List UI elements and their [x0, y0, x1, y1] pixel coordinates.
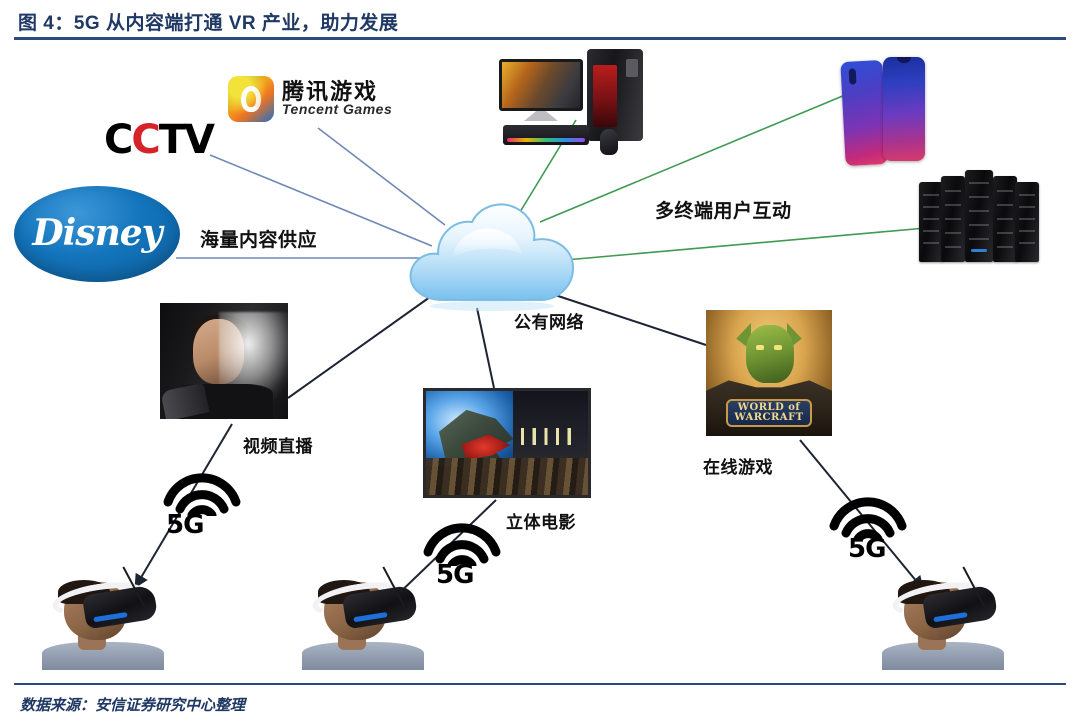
phone-back-icon	[840, 59, 888, 167]
label-content-supply: 海量内容供应	[200, 230, 318, 251]
wifi-5g-label: 5G	[166, 510, 204, 540]
wifi-icon	[423, 523, 501, 566]
server-rack-unit	[993, 176, 1017, 262]
label-online-game: 在线游戏	[703, 458, 773, 477]
gaming-pc-image	[497, 45, 657, 165]
online-game-image: WORLD of WARCRAFT	[706, 310, 832, 436]
page-title: 图 4：5G 从内容端打通 VR 产业，助力发展	[18, 13, 399, 34]
tencent-logo-cn: 腾讯游戏	[282, 79, 379, 104]
label-3d-cinema: 立体电影	[506, 513, 576, 532]
cctv-logo-char-1: C	[104, 117, 133, 163]
tencent-penguin-icon	[228, 76, 274, 122]
label-multi-device: 多终端用户互动	[655, 201, 792, 222]
3d-cinema-image	[423, 388, 591, 498]
title-divider	[14, 37, 1066, 40]
pc-tower-icon	[587, 49, 643, 141]
tencent-games-logo: 腾讯游戏 Tencent Games	[228, 74, 393, 126]
server-rack-unit	[965, 170, 993, 262]
disney-logo-text: Disney	[32, 212, 162, 255]
warcraft-logo-plate: WORLD of WARCRAFT	[726, 399, 812, 428]
cctv-logo-char-3: TV	[158, 117, 215, 163]
cctv-logo: CCTV	[104, 117, 215, 163]
cctv-logo-char-2: C	[131, 117, 160, 163]
smartphone-image	[840, 57, 929, 167]
source-note: 数据来源：安信证券研究中心整理	[20, 697, 246, 714]
tower-vent	[626, 59, 638, 77]
footer-divider	[14, 683, 1066, 685]
monitor-icon	[499, 59, 583, 111]
live-video-image	[160, 303, 288, 419]
tencent-logo-en: Tencent Games	[282, 101, 393, 117]
server-rack-image	[919, 170, 1041, 266]
disney-logo: Disney	[14, 186, 180, 282]
wire-cloud-to-server	[542, 227, 927, 263]
wifi-5g-label: 5G	[848, 534, 886, 564]
server-rack-unit	[941, 176, 965, 262]
wifi-icon	[829, 497, 907, 540]
label-public-network: 公有网络	[514, 313, 584, 332]
server-rack-unit	[919, 182, 943, 262]
mouse-icon	[600, 129, 618, 155]
vr-headset-user	[880, 566, 1012, 670]
orc-eye-left	[756, 345, 764, 350]
label-live-video: 视频直播	[243, 437, 313, 456]
tower-rgb-glow	[593, 65, 617, 127]
keyboard-icon	[503, 125, 589, 145]
phone-front-icon	[883, 57, 925, 161]
cinema-seats	[426, 457, 588, 495]
server-rack-unit	[1015, 182, 1039, 262]
wire-cloud-to-cinema	[476, 307, 495, 389]
orc-head	[746, 325, 795, 384]
warcraft-logo-text: WORLD of WARCRAFT	[734, 401, 804, 424]
wifi-5g-badge: 5G	[160, 468, 244, 546]
cinema-lights	[516, 428, 582, 446]
wifi-5g-badge: 5G	[420, 518, 504, 596]
vr-headset-user	[40, 566, 172, 670]
cloud-icon	[400, 196, 590, 314]
wifi-5g-badge: 5G	[826, 492, 910, 570]
orc-eye-right	[774, 345, 782, 350]
wifi-5g-label: 5G	[436, 560, 474, 590]
vr-headset-user	[300, 566, 432, 670]
wifi-icon	[163, 473, 241, 516]
